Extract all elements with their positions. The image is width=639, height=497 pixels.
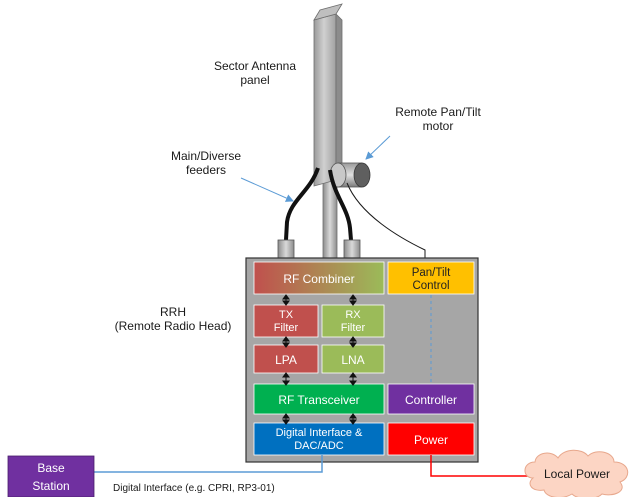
pantilt-label-1: Pan/Tilt <box>412 267 451 279</box>
power-label: Power <box>414 433 448 447</box>
digital-interface-block <box>253 422 385 456</box>
power-block <box>387 422 475 456</box>
signal-arrows <box>282 294 357 425</box>
digital-interface-label-1: Digital Interface & <box>276 427 363 439</box>
tx-filter-label-1: TX <box>279 309 294 321</box>
control-wire <box>346 182 426 262</box>
rx-filter-label-2: Filter <box>341 322 366 334</box>
feeders-label-1: Main/Diverse <box>171 149 241 163</box>
digital-interface-caption: Digital Interface (e.g. CPRI, RP3-01) <box>113 483 275 494</box>
pan-tilt-motor <box>329 162 371 188</box>
power-link <box>430 455 530 477</box>
motor-label-1: Remote Pan/Tilt <box>395 105 481 119</box>
connector-right <box>343 239 361 259</box>
pantilt-control-block <box>387 261 475 295</box>
local-power-label: Local Power <box>544 467 610 481</box>
base-station-label-1: Base <box>37 461 65 475</box>
controller-label: Controller <box>405 393 457 407</box>
rf-combiner-block <box>253 261 385 295</box>
tx-filter-block <box>253 304 319 338</box>
motor-callout-arrow <box>365 135 391 160</box>
lpa-label: LPA <box>275 353 297 367</box>
base-station-label-2: Station <box>32 479 69 493</box>
antenna-label-1: Sector Antenna <box>214 59 296 73</box>
rf-transceiver-label: RF Transceiver <box>278 393 359 407</box>
tx-filter-label-2: Filter <box>274 322 299 334</box>
lna-label: LNA <box>341 353 364 367</box>
rf-combiner-label: RF Combiner <box>283 272 354 286</box>
digital-interface-label-2: DAC/ADC <box>294 440 344 452</box>
controller-block <box>387 383 475 415</box>
rrh-label-1: RRH <box>160 305 186 319</box>
feeder-cable-main <box>284 167 320 241</box>
rx-filter-label-1: RX <box>345 309 361 321</box>
pantilt-label-2: Control <box>412 280 449 292</box>
base-station-box <box>7 455 95 497</box>
motor-label-2: motor <box>423 119 454 133</box>
sector-antenna-panel <box>313 3 343 187</box>
feeders-callout-arrow <box>240 177 294 202</box>
rf-transceiver-block <box>253 383 385 415</box>
connector-left <box>277 239 295 259</box>
antenna-label-2: panel <box>240 73 269 87</box>
rrh-label-2: (Remote Radio Head) <box>115 319 232 333</box>
feeders-label-2: feeders <box>186 163 226 177</box>
feeder-cable-diverse <box>328 169 353 241</box>
local-power-cloud <box>524 449 629 497</box>
